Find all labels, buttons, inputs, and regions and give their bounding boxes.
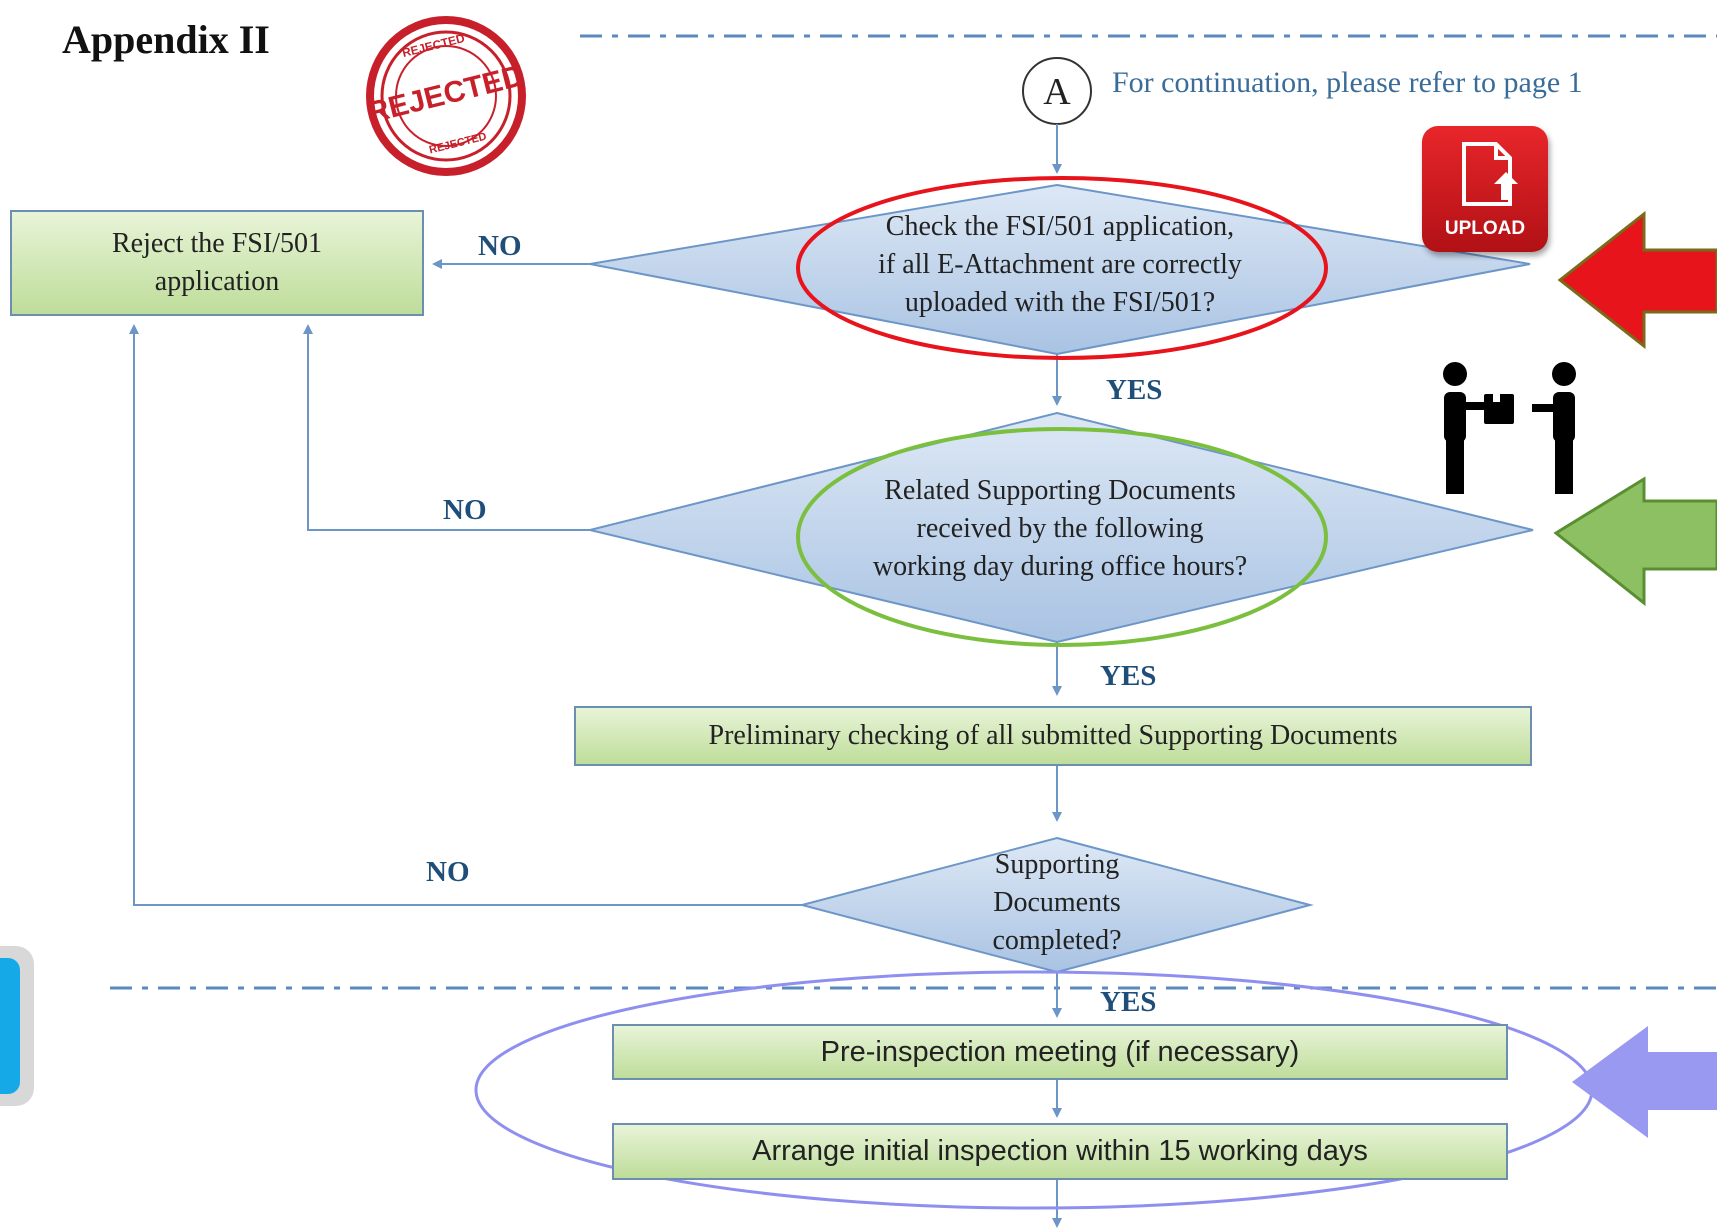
connector-decision-3-no <box>129 324 802 906</box>
rejected-stamp-icon: REJECTED REJECTED REJECTED <box>364 16 527 176</box>
upload-document-icon <box>1462 142 1518 206</box>
decision-2-text: Related Supporting Documents received by… <box>820 472 1300 586</box>
reject-box-line-2: application <box>154 266 280 297</box>
side-panel-tab-accent <box>0 958 20 1094</box>
reject-box-line-1: Reject the FSI/501 <box>112 228 322 259</box>
decision-1-line-1: Check the FSI/501 application, <box>885 211 1235 242</box>
decision-3-no-label: NO <box>426 856 470 888</box>
connector-label: A <box>1043 71 1071 113</box>
green-pointer-arrow <box>1553 476 1717 607</box>
decision-1-line-2: if all E-Attachment are correctly <box>878 249 1242 280</box>
preliminary-checking-box: Preliminary checking of all submitted Su… <box>574 706 1532 766</box>
connector-decision-2-no <box>303 324 590 531</box>
decision-2-yes-label: YES <box>1100 660 1157 692</box>
red-highlight-ellipse <box>796 176 1328 360</box>
decision-2-line-3: working day during office hours? <box>872 551 1248 582</box>
document-handover-icon <box>1443 362 1576 494</box>
decision-3-line-3: completed? <box>992 925 1122 956</box>
decision-3-line-1: Supporting <box>994 849 1120 880</box>
green-highlight-ellipse <box>796 427 1328 647</box>
side-panel-tab[interactable] <box>0 946 34 1106</box>
arrange-inspection-box: Arrange initial inspection within 15 wor… <box>612 1123 1508 1180</box>
reject-application-box: Reject the FSI/501 application <box>10 210 424 316</box>
decision-3-yes-label: YES <box>1100 986 1157 1018</box>
upload-icon: UPLOAD <box>1422 126 1548 252</box>
purple-pointer-arrow <box>1572 1026 1717 1138</box>
decision-3-line-2: Documents <box>993 887 1121 918</box>
decision-2-line-2: received by the following <box>916 513 1204 544</box>
continuation-note: For continuation, please refer to page 1 <box>1112 66 1583 99</box>
upload-label: UPLOAD <box>1444 218 1526 239</box>
decision-1-line-3: uploaded with the FSI/501? <box>904 287 1216 318</box>
decision-3-text: Supporting Documents completed? <box>897 846 1217 960</box>
decision-2-line-1: Related Supporting Documents <box>884 475 1236 506</box>
decision-1-yes-label: YES <box>1106 374 1163 406</box>
decision-1-no-label: NO <box>478 230 522 262</box>
pre-inspection-meeting-box: Pre-inspection meeting (if necessary) <box>612 1024 1508 1080</box>
red-pointer-arrow <box>1557 210 1717 350</box>
decision-2-no-label: NO <box>443 494 487 526</box>
decision-1-text: Check the FSI/501 application, if all E-… <box>820 208 1300 322</box>
page-title: Appendix II <box>62 17 270 62</box>
